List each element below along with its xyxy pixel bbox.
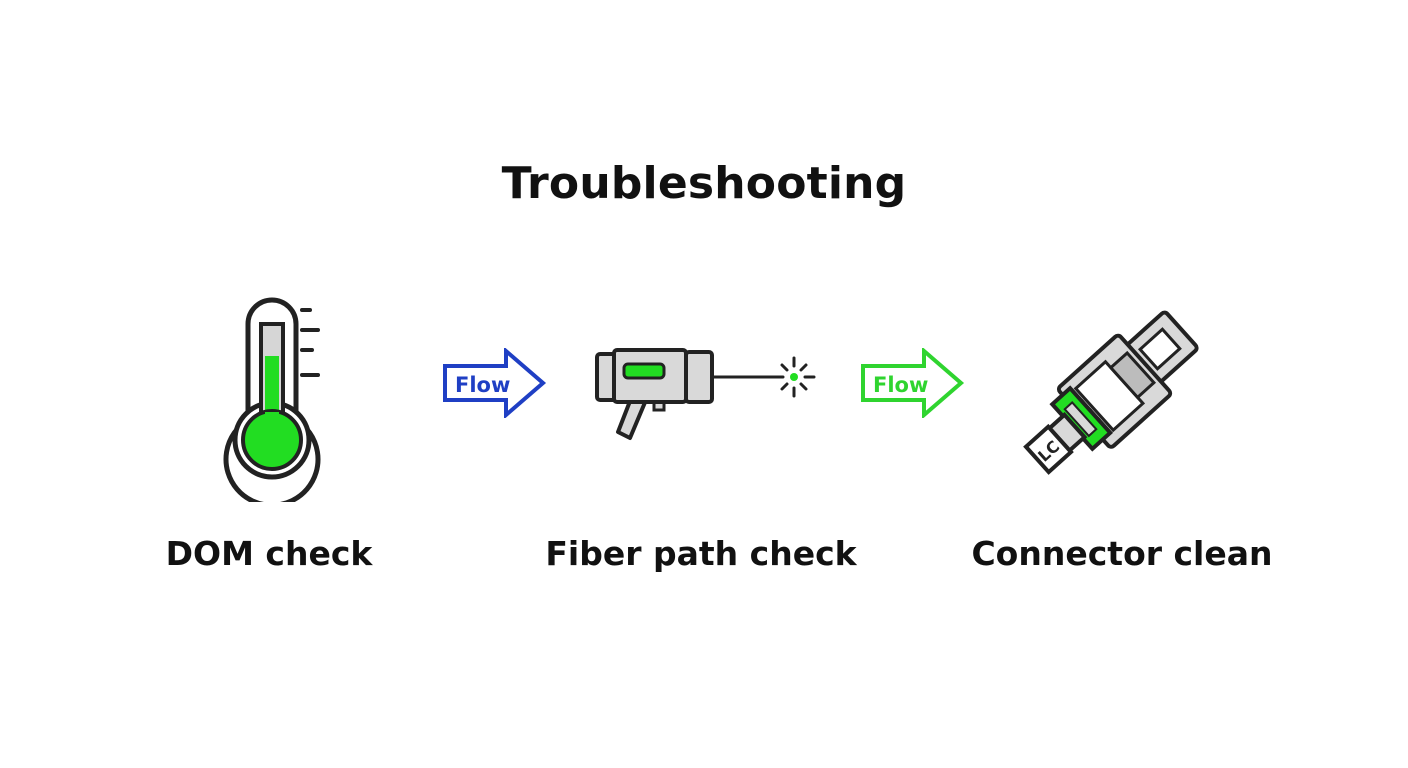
flow-arrow-1-label: Flow bbox=[455, 373, 510, 397]
step-label-connector-clean: Connector clean bbox=[971, 534, 1273, 573]
lc-connector-icon: LC bbox=[1020, 280, 1240, 480]
visual-fault-locator-icon bbox=[590, 344, 830, 454]
step-label-dom-check: DOM check bbox=[165, 534, 373, 573]
flow-arrow-2-label: Flow bbox=[873, 373, 928, 397]
step-label-fiber-path-check: Fiber path check bbox=[545, 534, 857, 573]
flow-arrow-1: Flow bbox=[442, 348, 548, 418]
thermometer-icon bbox=[210, 262, 340, 502]
flow-arrow-2: Flow bbox=[860, 348, 966, 418]
diagram-title: Troubleshooting bbox=[501, 158, 907, 209]
